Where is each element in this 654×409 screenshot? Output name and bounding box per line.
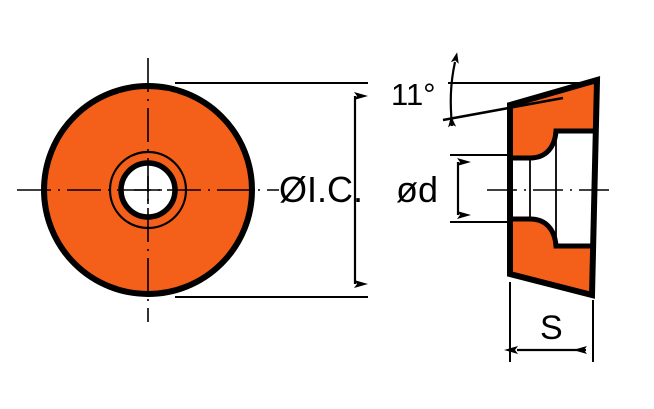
dimension-thickness: S — [504, 282, 594, 362]
dimension-diameter-d: ød — [396, 154, 513, 223]
dimension-angle: 11° — [391, 52, 597, 128]
side-body-outline — [507, 75, 601, 299]
thickness-label: S — [540, 309, 563, 347]
angle-taper-line — [442, 96, 564, 122]
diameter-ic-label: ØI.C. — [279, 169, 363, 210]
angle-label: 11° — [391, 77, 436, 112]
front-center-mark — [134, 176, 162, 204]
front-view — [17, 58, 279, 322]
side-view — [487, 75, 615, 299]
angle-arc — [448, 52, 459, 128]
diameter-d-label: ød — [396, 169, 438, 210]
dimension-diameter-ic: ØI.C. — [175, 82, 368, 298]
